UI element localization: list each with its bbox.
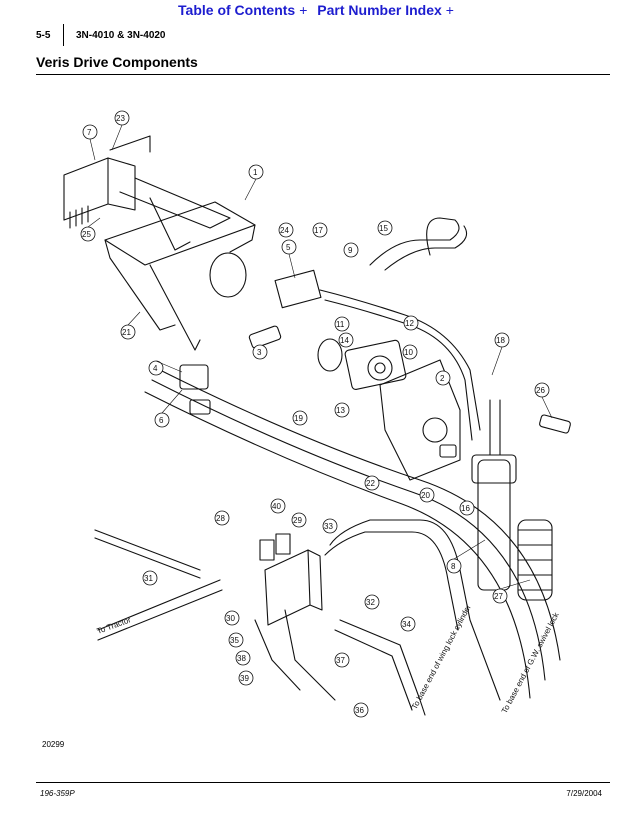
callout-6: 6 (159, 416, 164, 425)
callout-7: 7 (87, 128, 92, 137)
callout-25: 25 (82, 230, 91, 239)
wing-lock-note: To base end of wing lock cylinder (410, 603, 473, 711)
shield-cover (104, 201, 256, 266)
callout-34: 34 (402, 620, 411, 629)
callout-39: 39 (240, 674, 249, 683)
control-box (63, 157, 109, 221)
mount-bracket (379, 359, 461, 481)
callout-29: 29 (293, 516, 302, 525)
plus-icon[interactable]: + (445, 2, 454, 18)
callout-37: 37 (336, 656, 345, 665)
callout-22: 22 (366, 479, 375, 488)
callout-21: 21 (122, 328, 131, 337)
callout-4: 4 (153, 364, 158, 373)
callout-35: 35 (230, 636, 239, 645)
callout-20: 20 (421, 491, 430, 500)
header-divider (63, 24, 64, 46)
callout-5: 5 (286, 243, 291, 252)
section-title: Veris Drive Components (36, 54, 198, 70)
callout-38: 38 (237, 654, 246, 663)
frame (119, 177, 231, 229)
callout-24: 24 (280, 226, 289, 235)
parts-diagram: 1 2 3 4 5 6 7 8 9 10 11 12 13 14 15 16 1… (63, 110, 571, 718)
figure-number: 20299 (42, 740, 65, 749)
top-navigation: Table of Contents+ Part Number Index+ (0, 2, 638, 18)
title-rule (36, 74, 610, 75)
to-tractor-note: To Tractor (96, 615, 133, 636)
callout-2: 2 (440, 374, 445, 383)
callout-31: 31 (144, 574, 153, 583)
callout-8: 8 (451, 562, 456, 571)
plus-icon[interactable]: + (299, 2, 308, 18)
callout-14: 14 (340, 336, 349, 345)
callout-9: 9 (348, 246, 353, 255)
table-of-contents-link[interactable]: Table of Contents (178, 2, 296, 18)
callout-36: 36 (355, 706, 364, 715)
callout-10: 10 (404, 348, 413, 357)
callout-26: 26 (536, 386, 545, 395)
callout-19: 19 (294, 414, 303, 423)
part-number-index-link[interactable]: Part Number Index (317, 2, 442, 18)
callout-27: 27 (494, 592, 503, 601)
gw-swivel-note: To base end of G.W. swivel lock (500, 610, 561, 715)
callout-32: 32 (366, 598, 375, 607)
page-header: 5-5 3N-4010 & 3N-4020 (36, 24, 616, 46)
page-number: 5-5 (36, 30, 51, 41)
callout-16: 16 (461, 504, 470, 513)
callout-15: 15 (379, 224, 388, 233)
callout-17: 17 (314, 226, 323, 235)
callout-18: 18 (496, 336, 505, 345)
callout-28: 28 (216, 514, 225, 523)
revision-date: 7/29/2004 (566, 789, 602, 798)
callout-30: 30 (226, 614, 235, 623)
callout-40: 40 (272, 502, 281, 511)
callout-3: 3 (257, 348, 262, 357)
callout-11: 11 (336, 320, 345, 329)
valve-manifold (264, 549, 311, 626)
callout-23: 23 (116, 114, 125, 123)
callout-12: 12 (405, 319, 414, 328)
callout-33: 33 (324, 522, 333, 531)
callout-1: 1 (253, 168, 258, 177)
model-name: 3N-4010 & 3N-4020 (76, 30, 166, 41)
footer-rule (36, 782, 610, 783)
document-number: 196-359P (40, 789, 75, 798)
callout-13: 13 (336, 406, 345, 415)
